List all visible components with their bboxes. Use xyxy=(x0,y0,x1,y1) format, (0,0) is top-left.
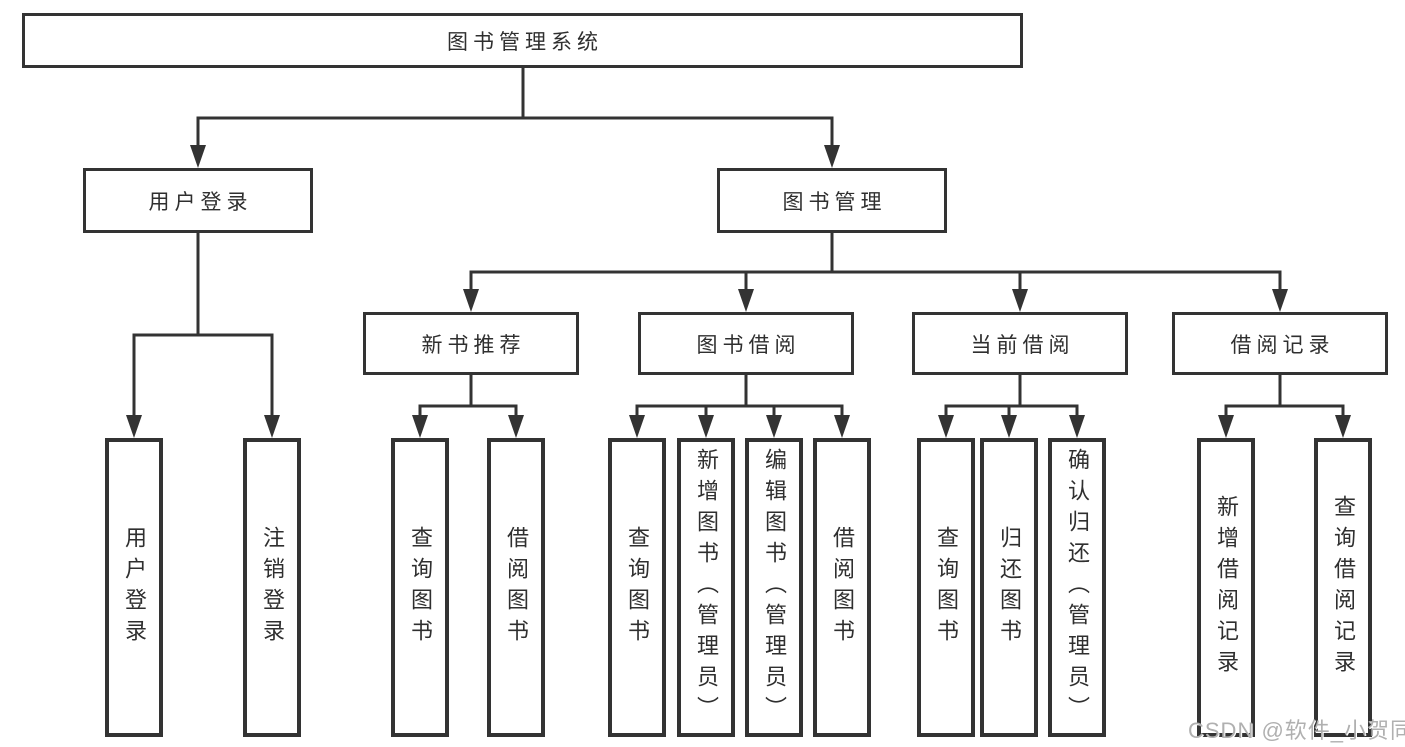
leaf-query-books-recommend: 查询图书 xyxy=(391,438,449,737)
leaf-user-login: 用户登录 xyxy=(105,438,163,737)
leaf-query-books-current: 查询图书 xyxy=(917,438,975,737)
node-current-borrowing: 当前借阅 xyxy=(912,312,1128,375)
leaf-query-books-borrowing: 查询图书 xyxy=(608,438,666,737)
leaf-add-book-admin: 新增图书（管理员） xyxy=(677,438,735,737)
leaf-query-borrow-record: 查询借阅记录 xyxy=(1314,438,1372,737)
node-user-login: 用户登录 xyxy=(83,168,313,233)
node-borrowing-records: 借阅记录 xyxy=(1172,312,1388,375)
node-book-borrowing: 图书借阅 xyxy=(638,312,854,375)
leaf-logout: 注销登录 xyxy=(243,438,301,737)
node-book-management: 图书管理 xyxy=(717,168,947,233)
csdn-watermark: CSDN @软件_小贺同学 xyxy=(1188,718,1405,743)
leaf-confirm-return-admin: 确认归还（管理员） xyxy=(1048,438,1106,737)
leaf-edit-book-admin: 编辑图书（管理员） xyxy=(745,438,803,737)
node-system-title: 图书管理系统 xyxy=(22,13,1023,68)
leaf-borrow-books-recommend: 借阅图书 xyxy=(487,438,545,737)
leaf-borrow-books-borrowing: 借阅图书 xyxy=(813,438,871,737)
leaf-add-borrow-record: 新增借阅记录 xyxy=(1197,438,1255,737)
node-new-book-recommend: 新书推荐 xyxy=(363,312,579,375)
leaf-return-books: 归还图书 xyxy=(980,438,1038,737)
